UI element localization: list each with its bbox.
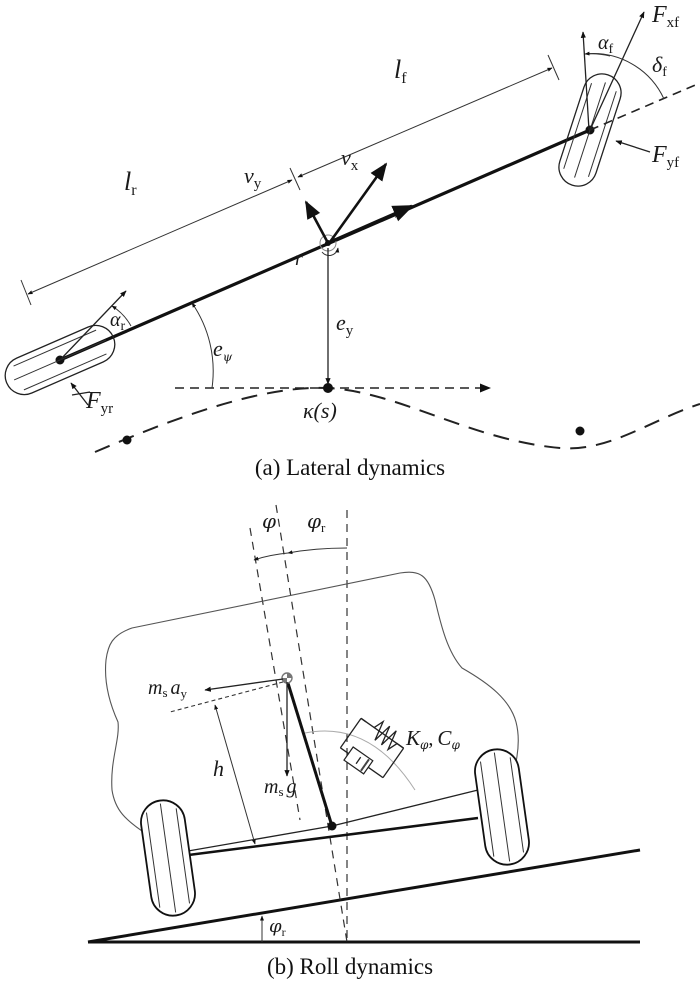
panel-lateral-dynamics: lf lr vx vy r ey eψ κ(s) αr αf δf Fxf Fy… [4, 2, 700, 480]
label-vy: vy [244, 163, 262, 192]
label-alpha-f: αf [598, 32, 614, 57]
dimension-tick [547, 54, 560, 81]
epsi-arc [191, 302, 214, 389]
height-reference-line [169, 681, 284, 713]
axle-line [164, 816, 479, 860]
label-lf: lf [394, 55, 407, 87]
roll-stiffness-arc [304, 730, 416, 791]
label-ey: ey [336, 310, 354, 339]
phi-r-arc [287, 547, 348, 555]
label-fxf: Fxf [651, 2, 679, 31]
label-phi-r-bottom: φr [269, 916, 286, 939]
lr-dimension-line [27, 179, 293, 295]
alpha-r-arc [111, 305, 132, 327]
lf-dimension-line [297, 67, 553, 178]
body-axis-extension [589, 82, 700, 131]
road-slope-line [87, 848, 641, 944]
phi-arc [253, 552, 289, 561]
body-floor-line [331, 789, 479, 827]
vehicle-body-axis [59, 128, 591, 362]
label-kappa: κ(s) [303, 398, 337, 423]
vx-arrow [329, 204, 414, 244]
spring-damper [339, 717, 405, 779]
road-normal-line [275, 504, 348, 943]
left-tire [140, 799, 196, 917]
dimension-tick [20, 279, 32, 306]
right-tire [474, 748, 530, 866]
dimension-tick [289, 167, 301, 191]
roll-center [327, 821, 337, 831]
roll-arm [285, 679, 334, 827]
path-waypoint [575, 426, 585, 436]
lateral-force-arrow [204, 678, 284, 692]
label-vx: vx [341, 145, 359, 174]
label-delta-f: δf [652, 52, 667, 80]
label-k-c-phi: Kφ,Cφ [405, 726, 460, 752]
fxf-force-arrow [589, 11, 645, 131]
label-fyf: Fyf [651, 142, 679, 171]
label-fyr: Fyr [85, 388, 113, 417]
caption-roll-dynamics: (b) Roll dynamics [267, 954, 433, 979]
caption-lateral-dynamics: (a) Lateral dynamics [255, 455, 445, 480]
fyf-force-arrow [615, 140, 651, 153]
front-velocity-arrow [580, 31, 590, 131]
height-dimension [214, 704, 256, 845]
reference-path [94, 386, 700, 453]
body-roll-line [249, 527, 301, 821]
label-h: h [213, 756, 224, 781]
rear-velocity-arrow [59, 290, 127, 361]
label-yaw-rate: r [295, 248, 303, 270]
fyr-force-arrow [70, 382, 89, 406]
path-waypoint [122, 435, 132, 445]
label-lr: lr [124, 167, 137, 199]
car-body-outline [105, 571, 519, 836]
label-phi: φ [262, 509, 276, 533]
vy-arrow [304, 200, 330, 244]
label-phi-r-top: φr [307, 509, 326, 535]
path-reference-point [323, 383, 333, 393]
label-alpha-r: αr [110, 309, 126, 334]
yaw-rate-arrow [321, 247, 340, 256]
label-epsi: eψ [213, 336, 233, 364]
